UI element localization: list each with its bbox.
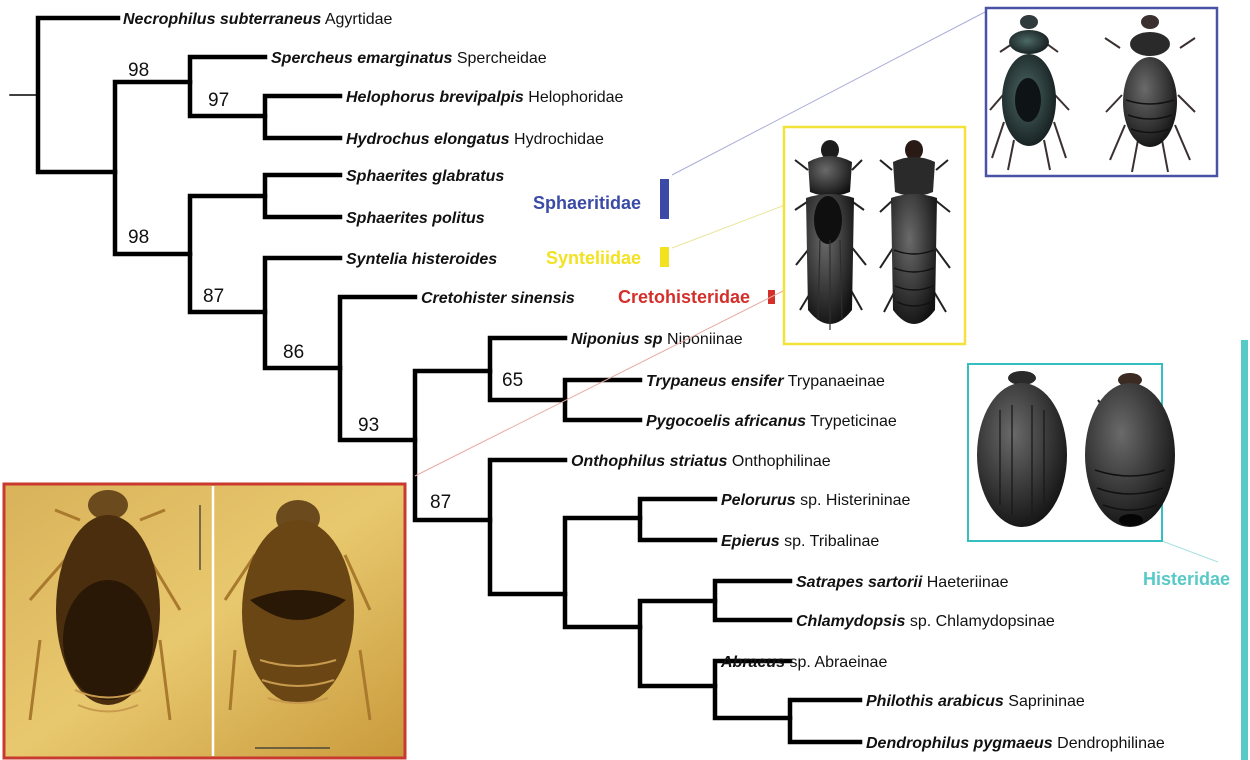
- branch-pelo-epi: [640, 499, 715, 540]
- branch-93: [415, 371, 490, 520]
- taxon-label: Sphaerites politus: [346, 210, 485, 227]
- branch-98a: [115, 82, 190, 254]
- bootstrap-value: 87: [203, 286, 224, 307]
- clade-label-sphaeritidae: Sphaeritidae: [533, 193, 641, 213]
- clade-label-synteliidae: Synteliidae: [546, 248, 641, 268]
- bootstrap-value: 86: [283, 342, 304, 363]
- taxon-label: Philothis arabicus Saprininae: [866, 693, 1085, 710]
- branch-sat-ab: [640, 601, 715, 686]
- branch-sat-chla: [715, 581, 790, 620]
- taxon-label: Syntelia histeroides: [346, 251, 497, 268]
- branch-phil-dendro: [790, 700, 860, 742]
- clade-label-cretohisteridae: Cretohisteridae: [618, 287, 750, 307]
- taxon-label: Epierus sp. Tribalinae: [721, 533, 879, 550]
- bootstrap-value: 87: [430, 492, 451, 513]
- bootstrap-value: 93: [358, 415, 379, 436]
- taxon-label: Pygocoelis africanus Trypeticinae: [646, 413, 897, 430]
- bootstrap-value: 98: [128, 227, 149, 248]
- taxon-label: Hydrochus elongatus Hydrochidae: [346, 131, 604, 148]
- clade-bar-sphaeritidae: [660, 179, 669, 219]
- clade-label-histeridae: Histeridae: [1143, 569, 1230, 589]
- connector-synteliidae: [672, 205, 785, 248]
- branch-trypa: [565, 380, 640, 420]
- taxon-label: Spercheus emarginatus Spercheidae: [271, 50, 547, 67]
- photo-panel-histeridae: [968, 364, 1175, 541]
- taxon-label: Cretohister sinensis: [421, 290, 575, 307]
- branch-helo-hydro: [265, 96, 340, 138]
- taxon-label: Necrophilus subterraneus Agyrtidae: [123, 11, 393, 28]
- taxon-label: Abraeus sp. Abraeinae: [720, 654, 887, 671]
- branch-hist-core: [565, 518, 640, 627]
- photo-panel-sphaeritidae: [986, 8, 1217, 176]
- taxon-label: Helophorus brevipalpis Helophoridae: [346, 89, 624, 106]
- photo-panel-synteliidae: [784, 127, 965, 344]
- branch-98b: [190, 196, 265, 312]
- branch-87b: [490, 460, 565, 594]
- connector-histeridae: [1162, 541, 1218, 562]
- taxon-label: Sphaerites glabratus: [346, 168, 504, 185]
- photo-panel-fossil: [4, 484, 405, 758]
- taxon-label: Dendrophilus pygmaeus Dendrophilinae: [866, 735, 1165, 752]
- clade-bar-synteliidae: [660, 247, 669, 267]
- taxon-label: Pelorurus sp. Histerininae: [721, 492, 911, 509]
- bootstrap-value: 65: [502, 370, 523, 391]
- taxon-label: Niponius sp Niponiinae: [571, 331, 743, 348]
- bootstrap-value: 97: [208, 90, 229, 111]
- taxon-label: Satrapes sartorii Haeteriinae: [796, 574, 1009, 591]
- bootstrap-value: 98: [128, 60, 149, 81]
- branch-root: [38, 18, 118, 172]
- clade-bar-histeridae: [1241, 340, 1248, 760]
- taxon-label: Trypaneus ensifer Trypanaeinae: [646, 373, 885, 390]
- taxon-label: Chlamydopsis sp. Chlamydopsinae: [796, 613, 1055, 630]
- bootstrap-values: 98 97 98 87 86 93 65 87: [128, 60, 523, 513]
- taxon-label: Onthophilus striatus Onthophilinae: [571, 453, 831, 470]
- branch-sphaerites: [265, 175, 340, 217]
